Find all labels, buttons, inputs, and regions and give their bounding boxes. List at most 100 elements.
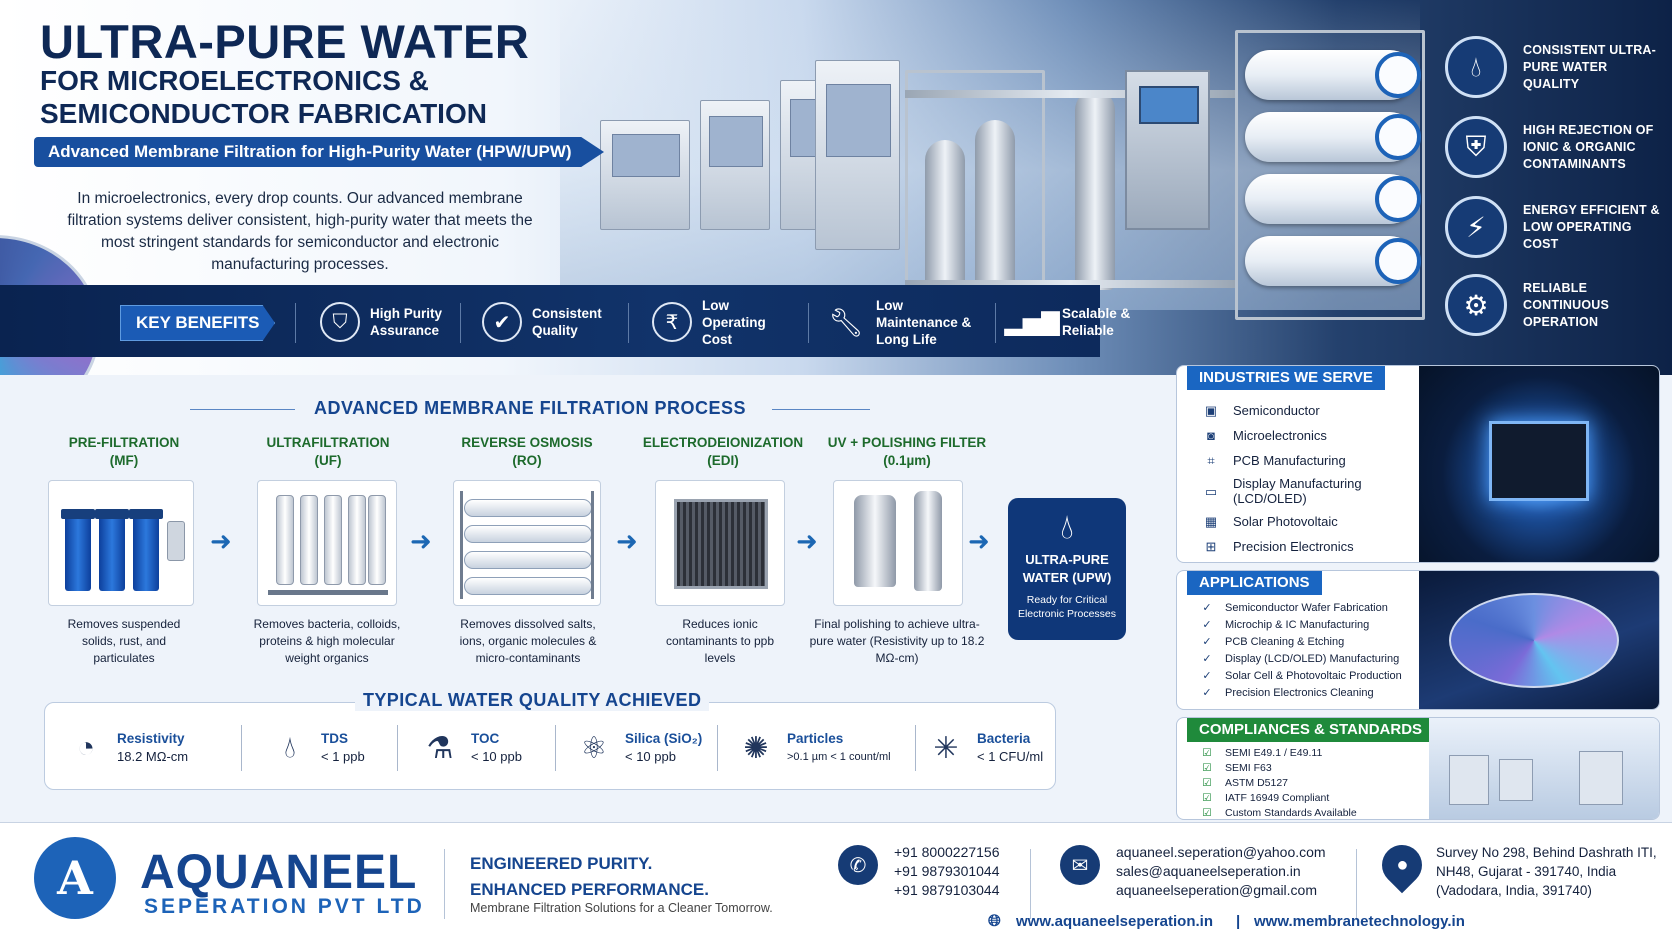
list-item: ✓Display (LCD/OLED) Manufacturing — [1199, 650, 1429, 667]
feature-item: ⚡︎ ENERGY EFFICIENT & LOW OPERATING COST — [1445, 192, 1672, 262]
brand-subtitle: SEPERATION PVT LTD — [144, 895, 425, 918]
email-addresses: aquaneel.seperation@yahoo.com sales@aqua… — [1116, 843, 1326, 900]
badge-check-icon: ✔ — [482, 302, 522, 342]
lightning-icon: ⚡︎ — [1445, 196, 1507, 258]
location-pin-icon: ● — [1373, 836, 1431, 894]
check-circle-icon: ✓ — [1202, 653, 1212, 665]
edi-image — [655, 480, 785, 606]
key-benefits-bar: KEY BENEFITS ⛉ High Purity Assurance ✔ C… — [0, 285, 1130, 357]
benefit-item: ✔ Consistent Quality — [482, 299, 622, 345]
step-title: UV + POLISHING FILTER(0.1µm) — [827, 435, 987, 468]
checkbox-icon: ☑ — [1202, 761, 1212, 774]
benefit-item: 🔧︎ Low Maintenance & Long Life — [826, 298, 986, 347]
bacteria-icon: ✳︎ — [933, 731, 959, 765]
intro-text: In microelectronics, every drop counts. … — [67, 190, 533, 273]
checkbox-icon: ☑ — [1202, 776, 1212, 789]
address: Survey No 298, Behind Dashrath ITI, NH48… — [1436, 845, 1657, 898]
step-title: ULTRAFILTRATION(UF) — [266, 435, 390, 468]
website-link[interactable]: www.aquaneelseperation.in — [1016, 913, 1213, 930]
brand-name: AQUANEEL — [140, 846, 418, 899]
feature-item: 💧︎ CONSISTENT ULTRA-PURE WATER QUALITY — [1445, 32, 1672, 102]
list-item: ✓Semiconductor Wafer Fabrication — [1199, 599, 1429, 616]
list-item: ☑SEMI F63 — [1199, 760, 1429, 775]
phone-link[interactable]: +91 8000227156 — [894, 844, 1000, 860]
panel-title: INDUSTRIES WE SERVE — [1187, 366, 1385, 390]
website-link[interactable]: www.membranetechnology.in — [1254, 913, 1465, 930]
email-link[interactable]: sales@aquaneelseperation.in — [1116, 863, 1301, 879]
divider — [772, 409, 870, 410]
applications-panel: APPLICATIONS ✓Semiconductor Wafer Fabric… — [1176, 570, 1660, 710]
shield-check-icon: ⛨ — [1445, 116, 1507, 178]
gauge-icon: ◔ — [76, 731, 96, 764]
pcb-icon: ⌗ — [1207, 452, 1215, 468]
industries-list: ▣Semiconductor ◙Microelectronics ⌗PCB Ma… — [1199, 398, 1429, 559]
rupee-icon: ₹ — [652, 302, 692, 342]
check-circle-icon: ✓ — [1202, 619, 1212, 631]
tagline: ENGINEERED PURITY. ENHANCED PERFORMANCE. — [470, 854, 709, 899]
arrow-right-icon: ➜ — [796, 526, 818, 556]
check-circle-icon: ✓ — [1202, 687, 1212, 699]
benefit-item: ₹ Low Operating Cost — [652, 298, 792, 347]
microchip-image — [1419, 366, 1659, 562]
ro-plant-image — [905, 30, 1425, 320]
lab-equipment — [815, 60, 900, 250]
shield-drop-icon: ⛉ — [320, 302, 360, 342]
lab-equipment — [700, 100, 770, 230]
list-item: ▦Solar Photovoltaic — [1199, 509, 1429, 534]
step-description: Removes bacteria, colloids, proteins & h… — [253, 617, 401, 665]
phone-link[interactable]: +91 9879103044 — [894, 882, 1000, 898]
list-item: ⊞Precision Electronics — [1199, 534, 1429, 559]
uv-polishing-image — [833, 480, 963, 606]
check-circle-icon: ✓ — [1202, 636, 1212, 648]
solar-panel-icon: ▦ — [1204, 513, 1218, 529]
checkbox-icon: ☑ — [1202, 746, 1212, 759]
feature-item: ⛨ HIGH REJECTION OF IONIC & ORGANIC CONT… — [1445, 112, 1672, 182]
quality-item: ⚗︎ TOC< 10 ppb — [419, 727, 522, 769]
arrow-right-icon: ➜ — [410, 526, 432, 556]
flask-icon: ⚗︎ — [426, 731, 454, 765]
list-item: ◙Microelectronics — [1199, 423, 1429, 448]
chip-icon: ▣ — [1204, 402, 1218, 418]
tagline-sub: Membrane Filtration Solutions for a Clea… — [470, 901, 773, 915]
quality-title: TYPICAL WATER QUALITY ACHIEVED — [355, 690, 710, 711]
compliances-list: ☑SEMI E49.1 / E49.11 ☑SEMI F63 ☑ASTM D51… — [1199, 745, 1429, 819]
quality-item: ⚛︎ Silica (SiO₂)< 10 ppb — [573, 727, 703, 769]
arrow-right-icon: ➜ — [210, 526, 232, 556]
cleanroom-image — [1429, 718, 1659, 819]
drop-icon: 💧︎ — [284, 731, 296, 764]
wafer-image — [1419, 571, 1659, 709]
list-item: ✓Microchip & IC Manufacturing — [1199, 616, 1429, 633]
feature-item: ⚙︎ RELIABLE CONTINUOUS OPERATION — [1445, 270, 1672, 340]
applications-list: ✓Semiconductor Wafer Fabrication ✓Microc… — [1199, 599, 1429, 701]
growth-chart-icon: ▂▅▇ — [1004, 308, 1060, 336]
compliances-panel: COMPLIANCES & STANDARDS ☑SEMI E49.1 / E4… — [1176, 717, 1660, 820]
list-item: ▣Semiconductor — [1199, 398, 1429, 423]
phone-link[interactable]: +91 9879301044 — [894, 863, 1000, 879]
control-panel — [1125, 70, 1210, 230]
water-drop-icon: 💧︎ — [1445, 36, 1507, 98]
checkbox-icon: ☑ — [1202, 791, 1212, 804]
display-icon: ▭ — [1204, 483, 1218, 499]
list-item: ✓PCB Cleaning & Etching — [1199, 633, 1429, 650]
step-description: Final polishing to achieve ultra-pure wa… — [809, 617, 985, 665]
arrow-right-icon: ➜ — [616, 526, 638, 556]
footer: A AQUANEEL SEPERATION PVT LTD ENGINEERED… — [0, 822, 1672, 941]
list-item: ✓Precision Electronics Cleaning — [1199, 684, 1429, 701]
page-subtitle: FOR MICROELECTRONICS & SEMICONDUCTOR FAB… — [40, 64, 560, 130]
list-item: ⌗PCB Manufacturing — [1199, 448, 1429, 473]
benefit-item: ⛉ High Purity Assurance — [320, 299, 460, 345]
globe-icon: 🌐︎ — [988, 913, 1001, 930]
list-item: ☑IATF 16949 Compliant — [1199, 790, 1429, 805]
list-item: ☑Custom Standards Available — [1199, 805, 1429, 819]
email-link[interactable]: aquaneelseperation@gmail.com — [1116, 882, 1317, 898]
subtitle-ribbon: Advanced Membrane Filtration for High-Pu… — [34, 137, 604, 167]
check-circle-icon: ✓ — [1202, 670, 1212, 682]
quality-item: ✺ Particles>0.1 µm < 1 count/ml — [735, 727, 890, 769]
gear-icon: ⚙︎ — [1445, 274, 1507, 336]
list-item: ☑ASTM D5127 — [1199, 775, 1429, 790]
website-separator: | — [1236, 913, 1241, 930]
email-link[interactable]: aquaneel.seperation@yahoo.com — [1116, 844, 1326, 860]
phone-numbers: +91 8000227156 +91 9879301044 +91 987910… — [894, 843, 1000, 900]
